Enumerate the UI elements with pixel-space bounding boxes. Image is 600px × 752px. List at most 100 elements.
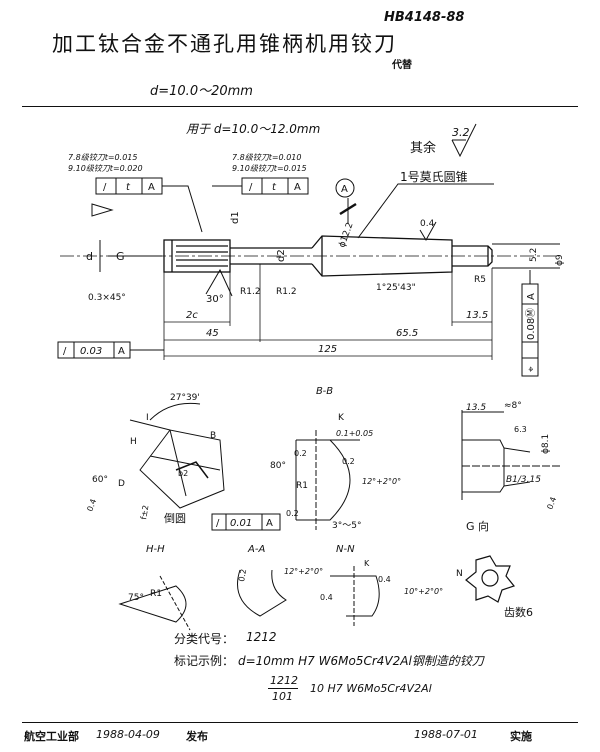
section-bb-r02a: 0.2 [294,449,307,458]
end-view-tang [461,410,562,500]
mark-denominator: 101 [272,690,293,703]
label-r12b: R1.2 [276,287,297,297]
dimension-lines [163,264,493,360]
standard-number: HB4148-88 [384,10,465,25]
end-view-13-5: 13.5 [466,403,486,413]
detail-label-b2: b2 [178,469,188,478]
example-label: 标记示例： [174,654,235,668]
label-30deg: 30° [206,294,224,305]
technical-drawing: 用于 d=10.0～12.0mm 其余 3.2 7.8级铰刀t=0.015 9.… [57,122,565,631]
label-chamfer: 0.3×45° [88,293,126,303]
detail-angle-60: 60° [92,475,108,485]
taper-label: 1号莫氏圆锥 [400,170,468,184]
position-cell1: ⌖ [526,366,537,372]
detail-label-b: B [210,431,216,441]
detail-roughness-04: 0.4 [85,498,98,513]
label-r5: R5 [474,275,486,285]
label-r12a: R1.2 [240,287,261,297]
tol-mid-line1: 7.8级铰刀t=0.010 [232,153,301,162]
replaces-label: 代替 [392,60,412,71]
section-nn-profile [330,566,380,626]
section-nn-k: K [364,559,370,568]
section-bb-r02b: 0.2 [342,457,355,466]
class-code-value: 1212 [246,630,277,644]
class-code-label: 分类代号： [174,632,235,646]
runout-cell3: A [118,346,125,357]
section-bb-title: B-B [316,386,333,397]
section-aa-angle12: 12°+2°0° [284,567,323,576]
end-view-r04: 0.4 [545,496,558,511]
detail-tol-cell2: 0.01 [230,518,252,529]
section-bb-angle12: 12°+2°0° [362,477,401,486]
mark-text: 10 H7 W6Mo5Cr4V2Al [310,682,432,695]
footer-issue-label: 发布 [186,730,208,743]
section-nn-angle10: 10°+2°0° [404,587,443,596]
section-a-marker [335,178,355,198]
label-d9: ϕ9 [555,254,565,266]
end-view-r63: 6.3 [514,425,527,434]
view-g-title: G 向 [466,519,489,533]
section-bb-k: K [338,413,345,423]
tol-left-cell3: A [148,182,155,193]
detail-label-d: D [118,479,125,489]
section-hh-r1: R1 [150,589,162,599]
tol-left-cell1: / [103,182,107,193]
header-rule [22,106,578,107]
rest-roughness-symbol [451,123,477,158]
section-nn-n: N [456,569,463,579]
footer-rule [22,722,578,723]
label-13-5: 13.5 [466,310,488,321]
section-hh-title: H-H [146,544,165,555]
tol-mid-cell1: / [249,182,253,193]
position-cell4: A [526,293,537,300]
detail-chamfer-label: 倒圆 [164,512,186,525]
footer-issuer: 航空工业部 [24,730,79,743]
label-65-5: 65.5 [396,328,418,339]
label-d: d [86,250,93,263]
section-nn-r04a: 0.4 [378,575,391,584]
tol-left-cell2: t [126,182,131,193]
label-2c: 2c [186,310,198,321]
tol-left-leader [162,185,203,233]
tol-left-line1: 7.8级铰刀t=0.015 [68,153,137,162]
section-nn-title: N-N [336,544,355,555]
label-125: 125 [318,344,337,355]
section-aa-r02: 0.2 [237,568,248,582]
reamer-body [60,235,560,277]
tol-mid-cell3: A [294,182,301,193]
drawing-subtitle: 用于 d=10.0～12.0mm [186,122,320,136]
detail-tooth [129,402,225,509]
section-bb-angle35: 3°～5° [332,521,361,531]
position-cell2: 0.08 [526,318,537,340]
taper-leader [357,183,494,239]
section-nn-r04b: 0.4 [320,593,333,602]
section-a-label: A [341,184,348,195]
position-cell3: Ⓜ [525,308,537,318]
section-bb-angle80: 80° [270,461,286,471]
runout-cell1: / [63,346,67,357]
label-d2: d2 [276,249,287,262]
example-text: d=10mm H7 W6Mo5Cr4V2Al钢制造的铰刀 [238,654,484,668]
diameter-range: d=10.0～20mm [150,84,253,99]
section-bb-r02c: 0.2 [286,509,299,518]
section-bb-profile [295,430,360,530]
end-view-b13: B1/3.15 [506,475,541,485]
footer-impl-date: 1988-07-01 [414,728,478,741]
detail-tol-cell3: A [266,518,273,529]
end-view-d81: ϕ8.1 [541,434,551,454]
rest-roughness-value: 3.2 [452,126,470,139]
tol-left-line2: 9.10级铰刀t=0.020 [68,164,143,173]
rest-label: 其余 [410,140,436,156]
detail-label-f12: f±2 [139,504,150,520]
datum-triangle-icon [91,203,114,217]
detail-angle-2739: 27°39' [170,393,200,403]
detail-label-h: H [130,437,137,447]
footer-issue-date: 1988-04-09 [96,728,160,741]
tol-mid-cell2: t [272,182,277,193]
detail-label-i: I [146,413,149,423]
label-d12: ϕ12.2 [337,221,355,249]
detail-tol-box [211,513,281,531]
section-bb-r1: R1 [296,481,308,491]
mark-numerator: 1212 [270,674,298,687]
label-d1: d1 [230,211,241,224]
